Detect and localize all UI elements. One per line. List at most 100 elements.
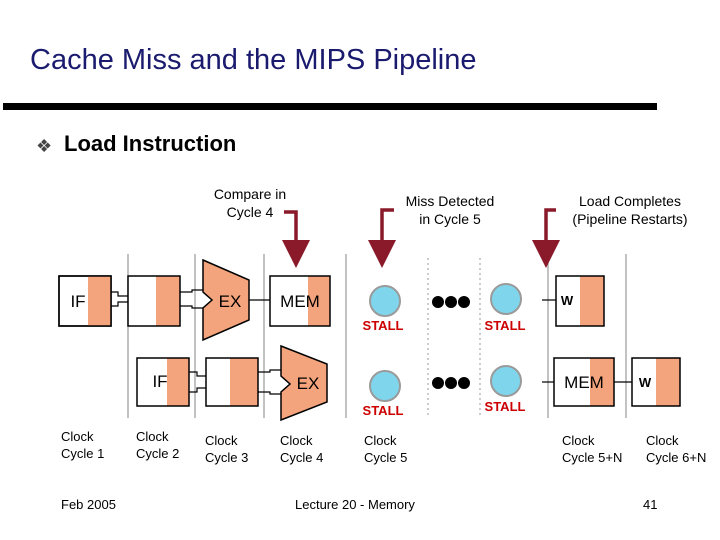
row1-mem-register bbox=[308, 276, 330, 326]
row1-connector-2 bbox=[180, 289, 203, 309]
clock-label-3-line-2: Cycle 3 bbox=[205, 450, 249, 465]
bullet-icon: ❖ bbox=[36, 136, 53, 156]
load-line-1: Load Completes bbox=[579, 193, 681, 209]
row2-wire-4 bbox=[258, 391, 281, 395]
miss-annotation: Miss Detected in Cycle 5 bbox=[385, 192, 515, 228]
clock-label-2-line-2: Cycle 2 bbox=[136, 446, 180, 461]
clock-label-4: Clock Cycle 4 bbox=[280, 432, 323, 466]
compare-annotation: Compare in Cycle 4 bbox=[190, 185, 310, 221]
row1-ellipsis bbox=[432, 296, 470, 308]
row1-stall-bubble-1 bbox=[369, 285, 401, 317]
row1-stall-bubble-2 bbox=[490, 283, 522, 315]
clock-label-3: Clock Cycle 3 bbox=[205, 432, 248, 466]
row2-wire-3 bbox=[258, 369, 281, 373]
clock-label-4-line-2: Cycle 4 bbox=[280, 450, 324, 465]
row2-connector-2 bbox=[258, 369, 281, 395]
clock-label-2: Clock Cycle 2 bbox=[136, 428, 179, 462]
row2-connector-1 bbox=[189, 371, 206, 393]
row1-stall-1: STALL bbox=[363, 285, 404, 333]
load-line-2: (Pipeline Restarts) bbox=[572, 211, 688, 227]
row1-ex-label: EX bbox=[219, 292, 242, 311]
row2-ex-label: EX bbox=[297, 374, 320, 393]
row2-id-stage bbox=[205, 357, 259, 407]
row1-if-label: IF bbox=[70, 292, 85, 311]
row1-wire-2 bbox=[111, 301, 128, 307]
row2-wire-2 bbox=[189, 387, 206, 393]
clock-label-6-line-1: Clock bbox=[562, 433, 595, 448]
row2-stall-label-1: STALL bbox=[363, 403, 404, 418]
row1-wb-stage: W bbox=[555, 275, 605, 327]
clock-label-5-line-2: Cycle 5 bbox=[364, 450, 408, 465]
clock-label-6-line-2: Cycle 5+N bbox=[562, 450, 623, 465]
miss-line-1: Miss Detected bbox=[405, 193, 495, 209]
clock-label-1-line-2: Cycle 1 bbox=[61, 446, 105, 461]
row1-connector-1 bbox=[111, 291, 128, 307]
row1-mem-stage: MEM bbox=[269, 275, 331, 327]
slide-title: Cache Miss and the MIPS Pipeline bbox=[30, 44, 477, 76]
footer-page-number: 41 bbox=[643, 497, 658, 512]
row1-wire-4 bbox=[180, 305, 203, 309]
clock-label-3-line-1: Clock bbox=[205, 433, 238, 448]
row2-dot-3 bbox=[458, 377, 470, 389]
row1-if-stage: IF bbox=[58, 275, 112, 327]
row2-id-border bbox=[205, 357, 259, 407]
clock-label-7-line-2: Cycle 6+N bbox=[646, 450, 707, 465]
row1-alu bbox=[202, 258, 250, 342]
clock-label-7: Clock Cycle 6+N bbox=[646, 432, 706, 466]
row2-stall-1: STALL bbox=[363, 370, 404, 418]
row2-wb-border bbox=[631, 357, 681, 407]
row2-mem-label: MEM bbox=[564, 373, 604, 392]
compare-arrow bbox=[282, 210, 310, 268]
row2-alu bbox=[280, 344, 328, 422]
miss-line-2: in Cycle 5 bbox=[419, 211, 481, 227]
row2-wb-stage: W bbox=[631, 357, 681, 407]
row1-id-border bbox=[127, 275, 181, 327]
cycle-dotted-lines bbox=[427, 258, 481, 418]
row1-mem-label: MEM bbox=[280, 292, 320, 311]
clock-label-1-line-1: Clock bbox=[61, 429, 94, 444]
row2-wire-1 bbox=[189, 371, 206, 377]
clock-label-6: Clock Cycle 5+N bbox=[562, 432, 622, 466]
clock-label-4-line-1: Clock bbox=[280, 433, 313, 448]
load-annotation: Load Completes (Pipeline Restarts) bbox=[555, 192, 705, 228]
row2-ex-stage: EX bbox=[280, 344, 328, 422]
title-underline bbox=[3, 103, 657, 110]
footer-date: Feb 2005 bbox=[61, 497, 116, 512]
row2-dot-2 bbox=[445, 377, 457, 389]
row2-mem-register bbox=[590, 358, 614, 406]
row1-dot-1 bbox=[432, 296, 444, 308]
clock-label-1: Clock Cycle 1 bbox=[61, 428, 104, 462]
bullet-text: Load Instruction bbox=[64, 131, 237, 156]
miss-arrow bbox=[368, 208, 396, 268]
annotation-arrows bbox=[282, 208, 560, 268]
row1-dot-3 bbox=[458, 296, 470, 308]
footer-title: Lecture 20 - Memory bbox=[295, 497, 415, 512]
compare-line-2: Cycle 4 bbox=[226, 204, 274, 220]
row1-wire-1 bbox=[111, 291, 128, 297]
row2-dot-1 bbox=[432, 377, 444, 389]
row1-w-label: W bbox=[561, 293, 574, 308]
clock-label-5: Clock Cycle 5 bbox=[364, 432, 407, 466]
row2-w-label: W bbox=[639, 375, 652, 390]
row2-stall-bubble-1 bbox=[369, 370, 401, 402]
row1-stall-label-2: STALL bbox=[485, 318, 526, 333]
row1-mem-border bbox=[269, 275, 331, 327]
row1-stall-2: STALL bbox=[485, 283, 526, 333]
row2-stall-label-2: STALL bbox=[485, 399, 526, 414]
row2-id-register bbox=[230, 358, 258, 406]
row2-if-label: IF bbox=[152, 372, 167, 391]
clock-label-5-line-1: Clock bbox=[364, 433, 397, 448]
row2-mem-stage: MEM bbox=[553, 357, 615, 407]
row2-if-stage: IF bbox=[136, 357, 190, 407]
row2-if-register bbox=[167, 358, 189, 406]
row2-ellipsis bbox=[432, 377, 470, 389]
load-arrow bbox=[532, 208, 560, 268]
clock-label-7-line-1: Clock bbox=[646, 433, 679, 448]
row1-id-stage bbox=[127, 275, 181, 327]
row1-dot-2 bbox=[445, 296, 457, 308]
row2-wb-register bbox=[656, 358, 680, 406]
row1-if-border bbox=[58, 275, 112, 327]
row1-wb-register bbox=[580, 276, 604, 326]
clock-label-2-line-1: Clock bbox=[136, 429, 169, 444]
